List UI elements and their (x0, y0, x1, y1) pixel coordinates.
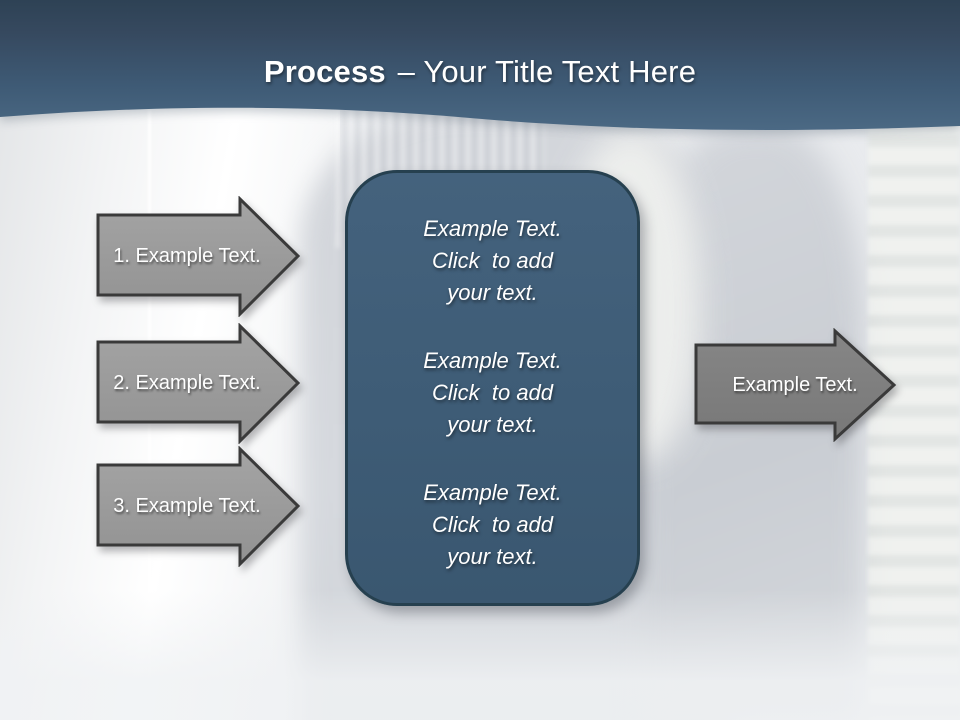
placeholder-line: Click to add (431, 248, 554, 273)
title-rest: – Your Title Text Here (397, 54, 697, 89)
placeholder-text-block[interactable]: Example Text. Click to add your text. (423, 345, 562, 441)
placeholder-line: your text. (447, 412, 538, 437)
arrow-right-shape (96, 196, 301, 317)
placeholder-line: your text. (447, 544, 538, 569)
placeholder-line: Example Text. (423, 480, 562, 505)
placeholder-line: Example Text. (423, 348, 562, 373)
placeholder-line: Click to add (431, 512, 554, 537)
arrow-right-shape (694, 328, 897, 442)
title-emphasis: Process (263, 54, 386, 89)
slide-title[interactable]: Process – Your Title Text Here (0, 52, 960, 92)
result-arrow[interactable]: Example Text. (693, 328, 897, 442)
floor-light-gradient (0, 590, 960, 720)
placeholder-text-block[interactable]: Example Text. Click to add your text. (423, 213, 562, 309)
arrow-right-shape (96, 446, 301, 567)
placeholder-line: Example Text. (423, 216, 562, 241)
step-arrow-2[interactable]: 2. Example Text. (95, 323, 301, 444)
placeholder-text-block[interactable]: Example Text. Click to add your text. (423, 477, 562, 573)
arrow-right-shape (96, 323, 301, 444)
header-wave-band (0, 0, 960, 130)
text-placeholder-box[interactable]: Example Text. Click to add your text. Ex… (345, 170, 640, 606)
step-arrow-3[interactable]: 3. Example Text. (95, 446, 301, 567)
placeholder-line: Click to add (431, 380, 554, 405)
placeholder-line: your text. (447, 280, 538, 305)
step-arrow-1[interactable]: 1. Example Text. (95, 196, 301, 317)
